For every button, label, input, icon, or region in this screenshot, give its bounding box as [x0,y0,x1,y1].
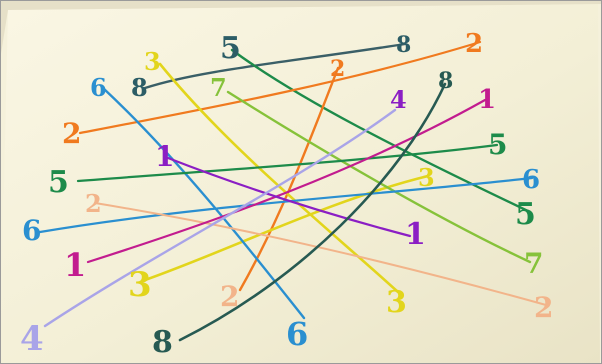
digit-1-purple-left: 1 [155,140,174,173]
digit-3-top: 3 [144,47,161,76]
digit-1-magenta-left: 1 [64,246,86,284]
digit-8-right: 8 [438,68,453,94]
digit-1-top-right: 1 [478,85,496,115]
digit-5-top: 5 [220,31,241,66]
digit-7-top: 7 [210,73,227,102]
digit-2-bottom-orange: 2 [220,280,239,313]
digit-5-right: 5 [488,128,507,161]
digit-5-left: 5 [48,165,69,200]
digit-4-top: 4 [390,85,407,114]
digit-2-left-orange: 2 [62,117,81,150]
digit-2-top-orange: 2 [330,56,345,82]
digit-2-peach-right: 2 [534,291,553,324]
digit-8-left: 8 [131,73,148,102]
digit-8-top-right: 8 [396,32,411,58]
digit-2-top-right: 2 [465,29,483,59]
paper-sheet [0,4,600,364]
digit-1-purple-right: 1 [405,217,426,252]
digit-2-peach-left: 2 [85,189,102,218]
digit-6-left: 6 [22,214,41,247]
digit-5-right-lower: 5 [515,197,536,232]
digit-6-right: 6 [522,165,540,195]
digit-6-bottom: 6 [286,315,308,353]
digit-8-bottom: 8 [152,325,173,360]
digit-7-right: 7 [524,247,543,280]
digit-3-left-bottom: 3 [128,265,152,305]
digit-6-top-left: 6 [90,73,107,102]
digit-3-bottom-right: 3 [386,285,407,320]
digit-4-bottom-left: 4 [20,319,44,359]
digit-3-right: 3 [418,163,435,192]
